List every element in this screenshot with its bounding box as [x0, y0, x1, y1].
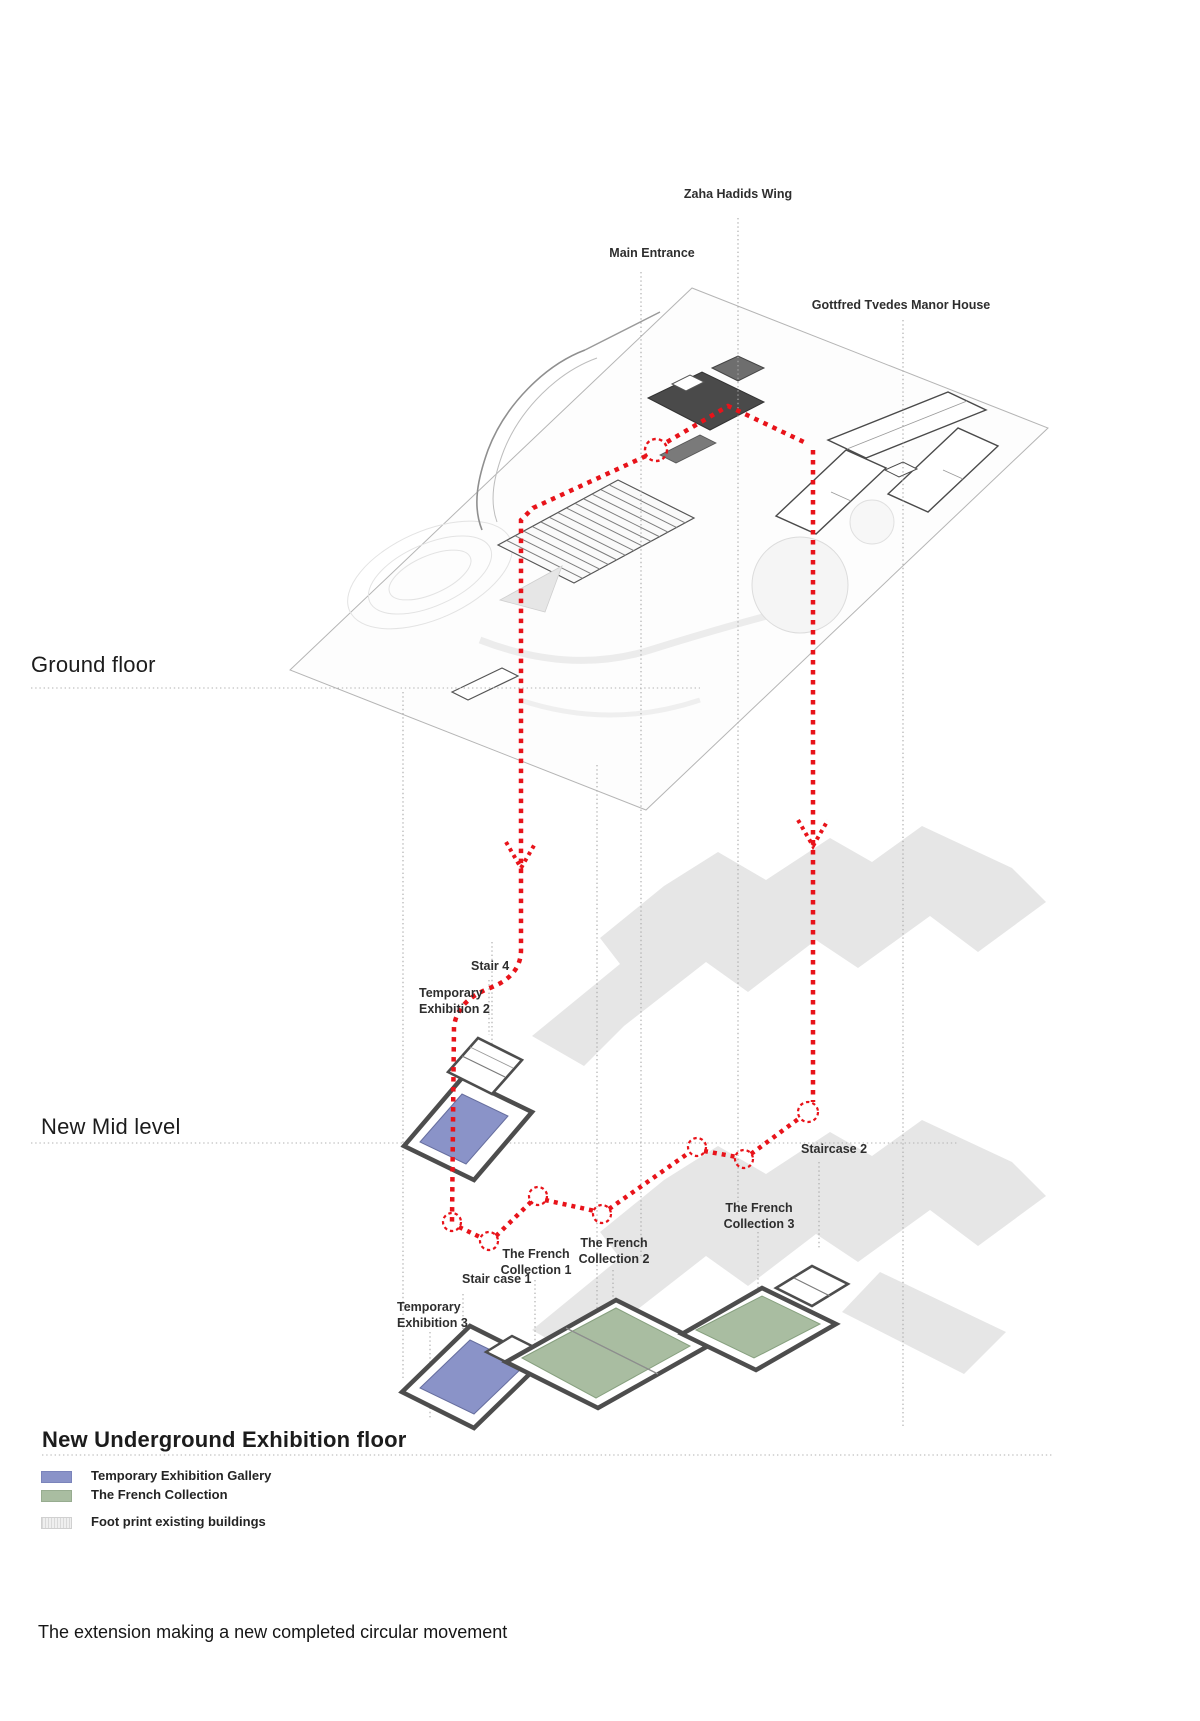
circulation-path [441, 403, 830, 1252]
staircase-2-room [773, 1264, 851, 1308]
french-collection-3-label: The French Collection 3 [723, 1201, 795, 1232]
temporary-exhibition-2-label: Temporary Exhibition 2 [419, 986, 490, 1017]
footprint-existing-mid [532, 826, 1046, 1066]
manor-house-label: Gottfred Tvedes Manor House [811, 298, 991, 312]
temporary-exhibition-3-label: Temporary Exhibition 3 [397, 1300, 468, 1331]
underground-title: New Underground Exhibition floor [42, 1427, 407, 1452]
legend-swatch-hatch [41, 1516, 72, 1529]
mid-level-title: New Mid level [41, 1114, 181, 1139]
legend-label: Foot print existing buildings [91, 1514, 266, 1529]
small-bar-building [450, 667, 520, 701]
level-rules [31, 687, 1052, 1456]
legend-swatch-green [41, 1489, 72, 1502]
main-entrance-label: Main Entrance [609, 246, 695, 260]
underground-plan [398, 1264, 851, 1431]
ground-floor-title: Ground floor [31, 652, 156, 677]
temporary-exhibition-2-floor [419, 1093, 509, 1165]
stair-4-label: Stair 4 [471, 959, 510, 973]
fork-arrow-left [504, 841, 538, 873]
courtyard-tree [751, 536, 849, 634]
legend-item-footprint: Foot print existing buildings [41, 1514, 266, 1529]
french-collection-1-2-floor [520, 1307, 692, 1399]
legend-label: The French Collection [91, 1487, 228, 1502]
mid-annex-rooms [445, 1036, 525, 1096]
fork-arrow-right [796, 819, 830, 851]
zaha-wing-building [476, 311, 766, 531]
louvre-roof [496, 479, 696, 613]
manor-house-buildings [774, 391, 1000, 535]
french-collection-2-label: The French Collection 2 [578, 1236, 650, 1267]
legend-item-temporary-exhibition: Temporary Exhibition Gallery [41, 1468, 272, 1483]
legend-item-french-collection: The French Collection [41, 1487, 228, 1502]
french-collection-1-label: The French Collection 1 [500, 1247, 572, 1278]
stair-case-1-label: Stair case 1 [462, 1272, 532, 1286]
ground-floor-site-plan [289, 287, 1049, 811]
footprint-existing-underground [532, 1120, 1046, 1374]
ground-node-circle [643, 437, 669, 463]
legend-label: Temporary Exhibition Gallery [91, 1468, 272, 1483]
legend-swatch-blue [41, 1470, 72, 1483]
french-collection-3-floor [694, 1295, 822, 1359]
diagram-caption: The extension making a new completed cir… [38, 1622, 508, 1642]
zaha-wing-label: Zaha Hadids Wing [683, 187, 793, 201]
mid-level-plan [400, 1036, 536, 1183]
staircase-2-label: Staircase 2 [801, 1142, 868, 1156]
